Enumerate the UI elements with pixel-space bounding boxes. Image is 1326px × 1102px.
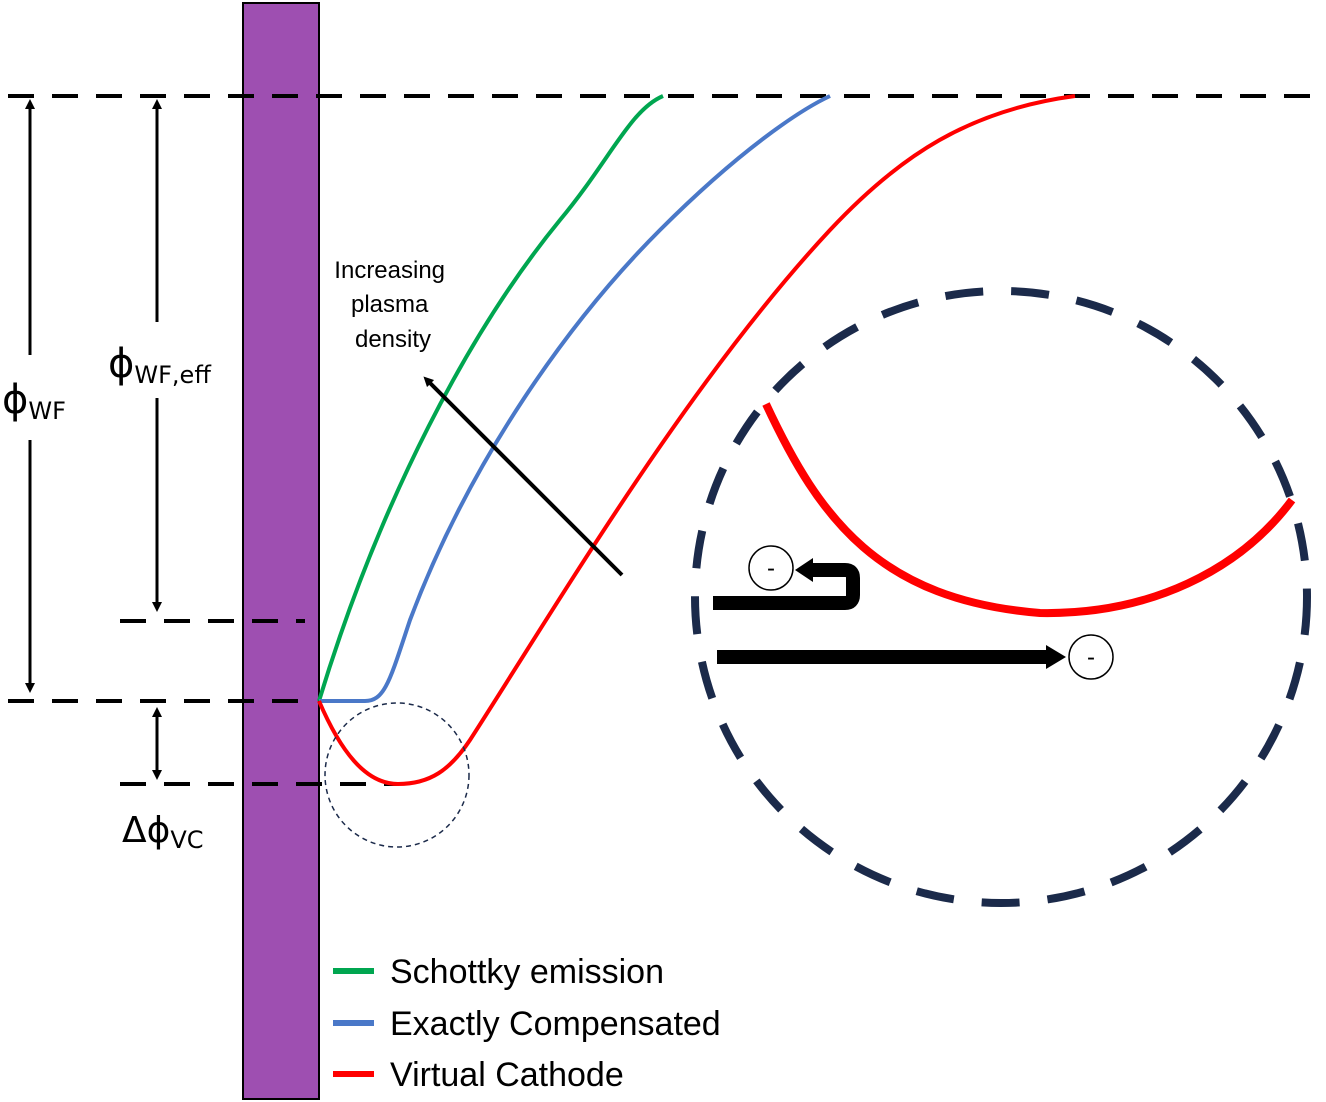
virtual-cathode-curve <box>317 94 1076 787</box>
reflected-electron-path <box>713 563 860 610</box>
zoom-source-circle <box>324 702 470 848</box>
phi-wf-eff-label: ϕWF,eff <box>108 341 211 389</box>
phi-wf-label: ϕWF <box>2 377 66 425</box>
compensated-curve <box>319 94 831 703</box>
legend-label-virtual-cathode: Virtual Cathode <box>390 1056 624 1094</box>
zoom-detail-circle <box>691 287 1311 907</box>
plasma-density-label: Increasing plasma density <box>334 257 451 353</box>
transmitted-electron-sign: - <box>1087 644 1095 671</box>
reflected-electron <box>748 545 794 591</box>
reflected-electron-arrowhead <box>795 558 813 582</box>
plasma-density-arrow <box>423 376 624 577</box>
delta-phi-vc-label: ΔϕVC <box>122 810 204 854</box>
schottky-curve <box>317 94 664 702</box>
transmitted-electron <box>1068 634 1114 680</box>
reflected-electron-sign: - <box>767 555 775 582</box>
cathode-bar <box>242 2 320 1100</box>
transmitted-electron-arrowhead <box>1046 645 1066 669</box>
legend: Schottky emission Exactly Compensated Vi… <box>333 953 721 1094</box>
legend-label-schottky: Schottky emission <box>390 953 664 991</box>
legend-label-compensated: Exactly Compensated <box>390 1005 721 1043</box>
zoomed-virtual-cathode-curve <box>762 402 1296 618</box>
